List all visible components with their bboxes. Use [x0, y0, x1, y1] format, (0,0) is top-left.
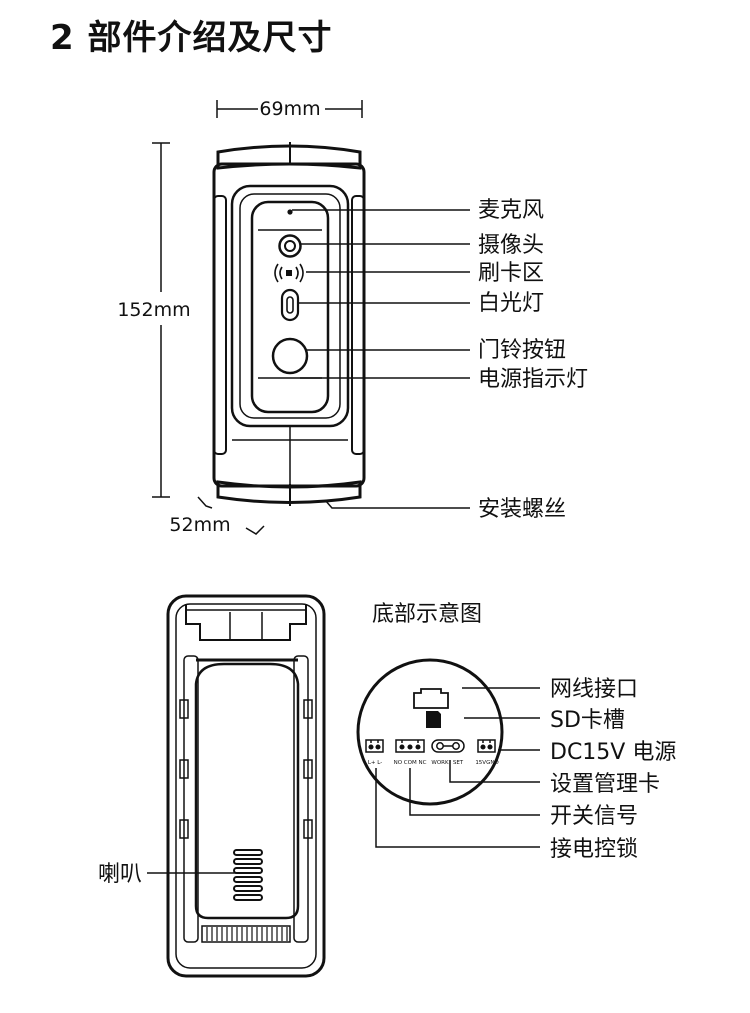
- label-network-port: 网线接口: [550, 677, 638, 702]
- label-power-indicator: 电源指示灯: [478, 367, 588, 392]
- front-leader-lines: [292, 209, 470, 509]
- network-port-icon: [413, 688, 449, 709]
- terminal-label-switch: NO COM NC: [394, 760, 427, 766]
- dimension-lines: [152, 100, 363, 535]
- front-view: [212, 142, 366, 506]
- depth-dimension: 52mm: [169, 514, 230, 536]
- label-lock: 接电控锁: [550, 837, 638, 862]
- label-power: DC15V 电源: [550, 740, 676, 765]
- label-white-light: 白光灯: [478, 291, 544, 316]
- label-doorbell-button: 门铃按钮: [478, 338, 566, 363]
- terminal-label-lock: L+ L-: [368, 760, 382, 766]
- label-switch-signal: 开关信号: [550, 804, 638, 829]
- label-microphone: 麦克风: [478, 198, 544, 223]
- back-view: [166, 594, 326, 978]
- page-title: 2 部件介绍及尺寸: [50, 18, 333, 58]
- bottom-vent-slits: [206, 927, 288, 941]
- switch-terminal: [395, 739, 425, 753]
- power-terminal: [477, 739, 496, 753]
- bottom-view: [356, 658, 504, 806]
- label-speaker: 喇叭: [98, 862, 142, 887]
- lock-terminal: [365, 739, 384, 753]
- admin-card-switch: [431, 739, 465, 753]
- label-sd-slot: SD卡槽: [550, 708, 625, 733]
- nfc-icon: [274, 263, 304, 283]
- label-card-area: 刷卡区: [478, 261, 544, 286]
- sd-slot-icon: [426, 711, 441, 728]
- height-dimension: 152mm: [117, 299, 190, 321]
- speaker-grill: [233, 849, 263, 901]
- terminal-label-set: SET: [453, 760, 464, 766]
- terminal-label-work: WORK: [431, 760, 449, 766]
- bottom-caption: 底部示意图: [372, 602, 482, 627]
- label-camera: 摄像头: [478, 233, 544, 258]
- label-admin-card: 设置管理卡: [550, 772, 660, 797]
- bottom-leader-lines: [375, 687, 540, 848]
- terminal-label-power: 15VGND: [475, 760, 498, 766]
- label-mounting-screw: 安装螺丝: [478, 497, 566, 522]
- width-dimension: 69mm: [259, 98, 320, 120]
